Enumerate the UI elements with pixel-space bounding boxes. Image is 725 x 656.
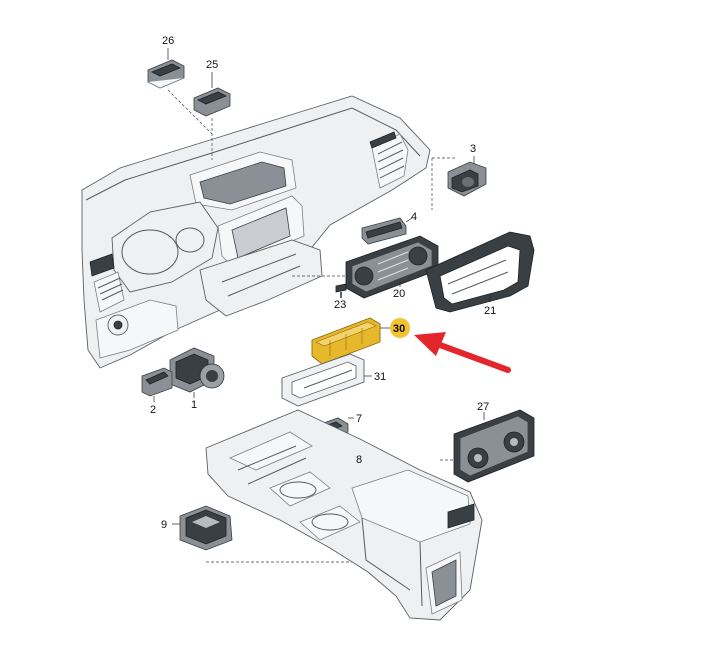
callout-4: 4	[411, 211, 417, 223]
part-25-switch	[193, 87, 231, 117]
part-20-climate-control	[345, 235, 439, 299]
part-2-switch	[141, 367, 173, 397]
callout-25: 25	[206, 59, 218, 71]
part-30-highlighted-switch-panel	[311, 317, 381, 365]
part-3-switch	[447, 161, 487, 197]
callout-30: 30	[393, 323, 405, 335]
callout-20: 20	[393, 288, 405, 300]
callout-8: 8	[356, 454, 362, 466]
callout-30-badge	[390, 318, 410, 338]
callout-23: 23	[334, 299, 346, 311]
centre-console	[205, 409, 483, 621]
part-31-trim-bezel	[281, 353, 365, 407]
part-23-screw	[335, 283, 347, 298]
callout-3: 3	[470, 143, 476, 155]
part-1-light-switch	[169, 347, 225, 393]
callout-9: 9	[161, 519, 167, 531]
callout-7: 7	[356, 413, 362, 425]
highlight-arrow	[414, 332, 511, 373]
part-21-frame	[425, 231, 535, 313]
callout-labels: 26 25 3 4 20 21 23 30 31 1 2 7 8 27 9	[150, 35, 496, 531]
dashboard-assembly	[81, 95, 431, 369]
part-4-trim	[361, 217, 407, 245]
part-26-switch	[147, 59, 185, 89]
part-9-rear-switch	[179, 505, 233, 551]
callout-1: 1	[191, 399, 197, 411]
callout-27: 27	[477, 401, 489, 413]
part-27-rear-climate-control	[453, 409, 535, 483]
callout-2: 2	[150, 404, 156, 416]
callout-21: 21	[484, 305, 496, 317]
callout-31: 31	[374, 371, 386, 383]
callout-26: 26	[162, 35, 174, 47]
